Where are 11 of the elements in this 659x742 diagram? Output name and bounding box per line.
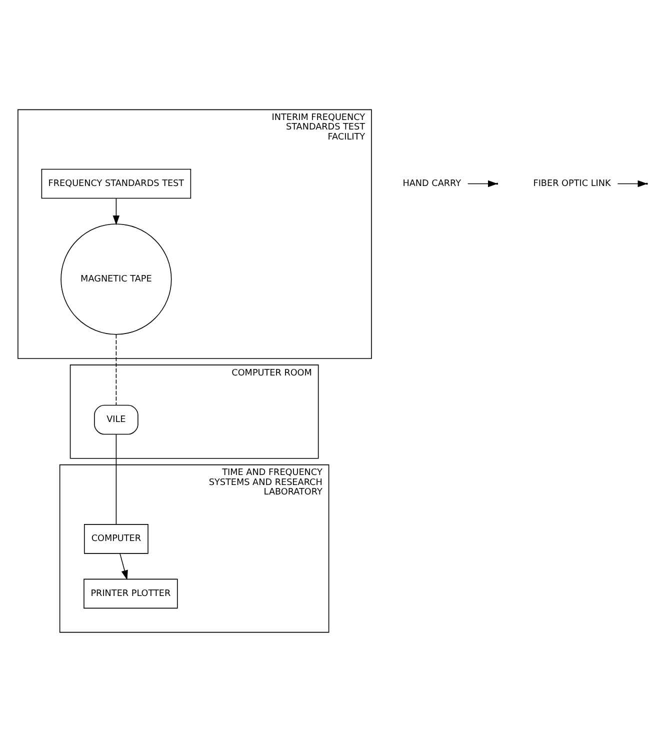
connector [116,434,117,525]
node-box: PRINTER PLOTTER [84,578,178,609]
connector [116,334,117,406]
node-box: COMPUTER [84,524,148,554]
arrow [112,198,120,226]
node-circle: MAGNETIC TAPE [60,224,172,335]
node-box: FREQUENCY STANDARDS TEST [41,168,192,199]
node-text: HAND CARRY [402,179,462,190]
node-box: VILE [94,404,138,435]
arrow [120,553,128,580]
node-text: FIBER OPTIC LINK [533,179,611,190]
